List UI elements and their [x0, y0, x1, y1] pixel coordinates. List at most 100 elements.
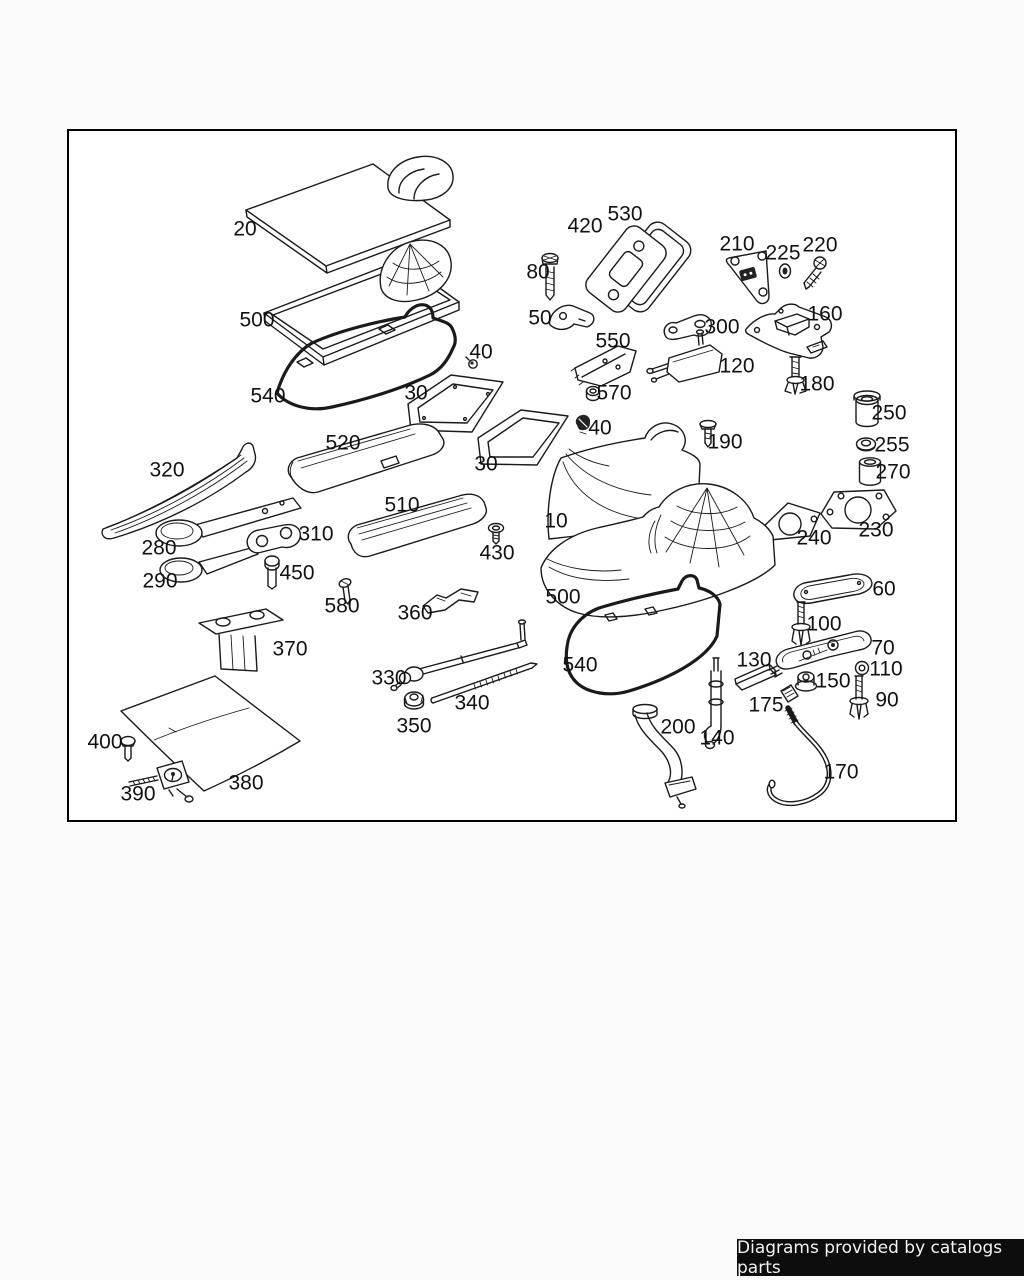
part-callout-500-1: 500	[239, 309, 274, 332]
part-callout-30-4: 30	[404, 382, 427, 405]
part-callout-300-11: 300	[704, 316, 739, 339]
part-310-link-drawing	[246, 523, 302, 554]
part-callout-250-18: 250	[871, 402, 906, 425]
part-450-stud-drawing	[264, 555, 280, 590]
part-callout-70-52: 70	[871, 637, 894, 660]
part-80-screw-drawing	[541, 252, 559, 301]
part-120-bracket-drawing	[646, 329, 723, 383]
part-callout-110-53: 110	[869, 658, 902, 681]
part-150-nut-drawing	[794, 671, 818, 692]
part-callout-140-47: 140	[699, 727, 734, 750]
part-50-bracket-drawing	[548, 304, 595, 331]
part-230-gasket-drawing	[820, 489, 897, 530]
part-520-trim-drawing	[287, 423, 445, 494]
part-callout-120-12: 120	[719, 355, 754, 378]
part-350-nut-drawing	[403, 691, 425, 710]
part-callout-450-34: 450	[279, 562, 314, 585]
part-callout-100-51: 100	[806, 613, 841, 636]
part-callout-80-5: 80	[526, 261, 549, 284]
part-callout-30-27: 30	[474, 453, 497, 476]
part-110-washer-drawing	[854, 660, 870, 676]
part-210-plate-drawing	[725, 250, 770, 305]
part-60-gasket-drawing	[793, 573, 873, 605]
part-370-pedestal-drawing	[198, 608, 284, 672]
part-500-lower-drawing	[540, 483, 776, 622]
exploded-parts-drawing: 2050054040308050420530550570300120210225…	[87, 155, 911, 809]
part-callout-360-36: 360	[397, 602, 432, 625]
part-190-rivet-drawing	[699, 419, 717, 448]
part-callout-280-31: 280	[141, 537, 176, 560]
part-callout-530-8: 530	[607, 203, 642, 226]
part-130-strip-drawing	[734, 663, 777, 691]
part-callout-160-16: 160	[807, 303, 842, 326]
part-380-sheet-drawing	[120, 675, 301, 792]
part-callout-180-17: 180	[799, 373, 834, 396]
part-callout-400-44: 400	[87, 731, 122, 754]
part-255-washer-drawing	[855, 437, 877, 452]
part-170-cable-drawing	[766, 705, 832, 807]
part-320-trim-drawing	[101, 442, 257, 540]
part-callout-20-0: 20	[233, 218, 256, 241]
part-callout-255-19: 255	[874, 434, 909, 457]
part-callout-390-45: 390	[120, 783, 155, 806]
part-40-second-drawing	[575, 414, 591, 435]
part-callout-240-22: 240	[796, 527, 831, 550]
part-180-rivet-drawing	[784, 356, 807, 395]
part-550-bracket-drawing	[570, 345, 637, 387]
part-callout-40-24: 40	[588, 417, 611, 440]
part-570-nut-drawing	[585, 385, 601, 402]
part-callout-510-29: 510	[384, 494, 419, 517]
part-40-first-drawing	[465, 356, 478, 369]
part-175-connector-drawing	[780, 684, 799, 703]
part-callout-225-14: 225	[765, 242, 800, 265]
part-callout-175-49: 175	[748, 694, 783, 717]
part-callout-500-41: 500	[545, 586, 580, 609]
part-420-plate-drawing	[585, 225, 667, 313]
part-callout-540-2: 540	[250, 385, 285, 408]
part-callout-370-37: 370	[272, 638, 307, 661]
part-callout-580-35: 580	[324, 595, 359, 618]
part-callout-270-20: 270	[875, 461, 910, 484]
part-callout-230-21: 230	[858, 519, 893, 542]
part-callout-50-6: 50	[528, 307, 551, 330]
part-340-rod-drawing	[430, 662, 538, 704]
part-callout-540-42: 540	[562, 654, 597, 677]
part-callout-550-9: 550	[595, 330, 630, 353]
part-290-arm-drawing	[159, 547, 259, 583]
part-callout-170-55: 170	[823, 761, 858, 784]
part-330-rod-drawing	[390, 619, 528, 692]
part-callout-320-26: 320	[149, 459, 184, 482]
part-430-screw-drawing	[487, 522, 505, 545]
part-500-upper-drawing	[263, 239, 460, 368]
part-callout-420-7: 420	[567, 215, 602, 238]
part-270-bushing-drawing	[858, 457, 882, 486]
part-callout-380-43: 380	[228, 772, 263, 795]
part-280-arm-drawing	[155, 497, 302, 547]
part-30-second-drawing	[477, 409, 569, 466]
part-callout-190-23: 190	[707, 431, 742, 454]
part-390-lock-drawing	[128, 760, 194, 803]
part-70-latch-drawing	[768, 630, 872, 678]
part-400-rivet-drawing	[120, 735, 136, 762]
part-300-link-drawing	[663, 314, 712, 341]
part-510-trim-drawing	[347, 493, 488, 558]
part-90-screw-drawing	[849, 675, 869, 720]
part-20-drawing	[245, 155, 454, 274]
part-250-sleeve-drawing	[853, 390, 881, 428]
part-580-screw-drawing	[338, 578, 352, 605]
part-160-bracket-drawing	[744, 303, 833, 359]
part-callout-90-54: 90	[875, 689, 898, 712]
part-callout-40-3: 40	[469, 341, 492, 364]
part-callout-310-33: 310	[298, 523, 333, 546]
part-220-bolt-drawing	[803, 256, 827, 290]
part-callout-60-56: 60	[872, 578, 895, 601]
part-360-latch-drawing	[422, 588, 479, 614]
part-callout-220-15: 220	[802, 234, 837, 257]
part-callout-290-32: 290	[142, 570, 177, 593]
part-callout-200-46: 200	[660, 716, 695, 739]
part-540-upper-drawing	[275, 303, 457, 411]
footer-credit-bar: Diagrams provided by catalogs parts	[737, 1238, 1024, 1278]
part-callout-340-39: 340	[454, 692, 489, 715]
